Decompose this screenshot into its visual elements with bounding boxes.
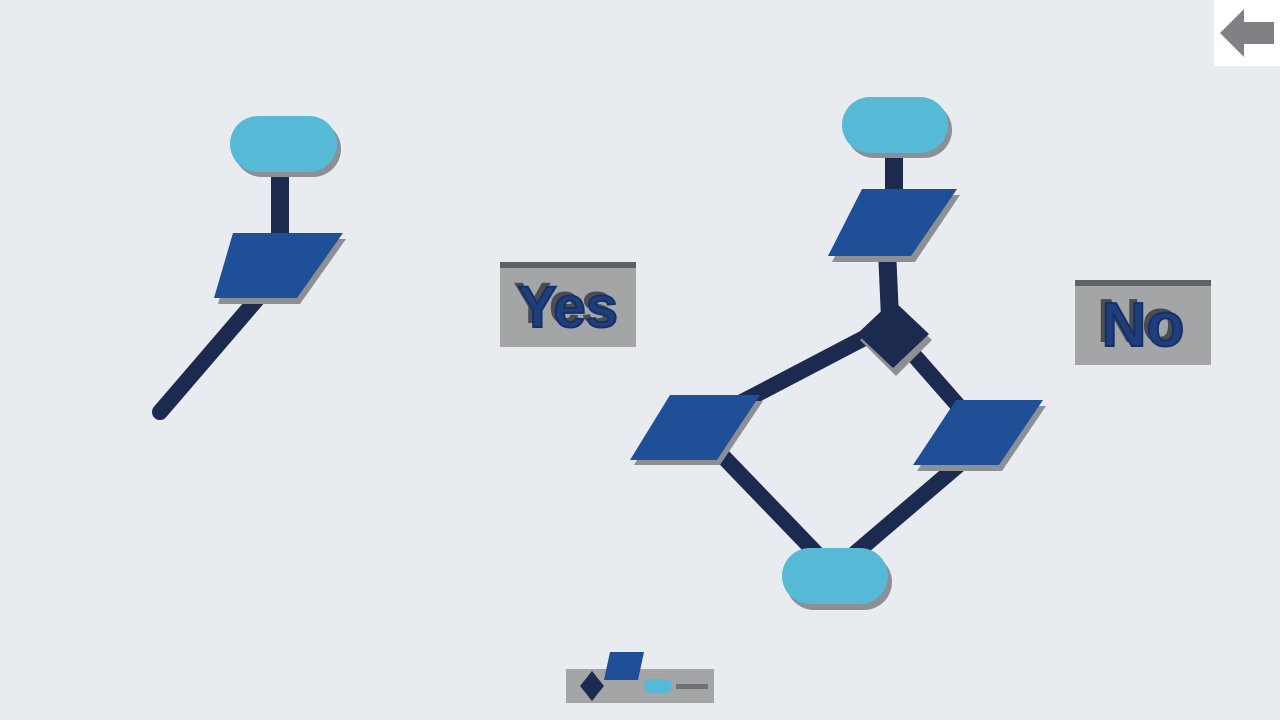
- terminal-end[interactable]: [782, 548, 888, 604]
- arrow-left-icon: [1220, 9, 1274, 57]
- palette-icons: [580, 652, 708, 701]
- process-shape-left[interactable]: [630, 395, 760, 460]
- flowchart-left: [152, 116, 346, 420]
- connector-line-dangling[interactable]: [152, 290, 266, 420]
- process-parallelogram-icon: [604, 652, 644, 680]
- flowchart-right: [630, 97, 1046, 610]
- no-answer-button[interactable]: No: [1075, 280, 1211, 365]
- connector-line: [846, 455, 968, 563]
- yes-label: Yes: [517, 274, 619, 341]
- connector-line: [736, 327, 874, 411]
- process-shape-right[interactable]: [913, 400, 1043, 465]
- yes-answer-button[interactable]: Yes: [500, 262, 636, 347]
- terminal-start[interactable]: [230, 116, 337, 172]
- terminal-pill-icon: [644, 679, 672, 693]
- process-shape[interactable]: [214, 233, 343, 298]
- connector-line: [706, 439, 824, 561]
- process-shape[interactable]: [828, 189, 957, 256]
- shape-palette[interactable]: [566, 652, 714, 703]
- decision-diamond-icon: [580, 671, 604, 701]
- no-label: No: [1101, 290, 1186, 361]
- connector-line-icon: [676, 684, 708, 689]
- terminal-start[interactable]: [842, 97, 948, 153]
- back-button[interactable]: [1214, 0, 1280, 66]
- decision-diamond[interactable]: [857, 300, 929, 368]
